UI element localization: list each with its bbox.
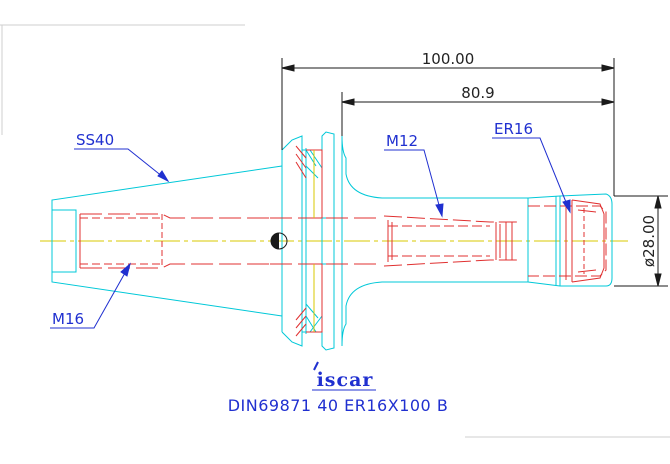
callout-ss40-label: SS40 <box>76 131 114 149</box>
taper-outline <box>51 165 283 317</box>
callout-er16-label: ER16 <box>494 120 533 138</box>
collet-length-label: 80.9 <box>461 84 494 102</box>
diameter-label: ø28.00 <box>640 215 658 267</box>
frame-lines <box>0 24 670 438</box>
iscar-logo-icon: iscar <box>312 361 376 391</box>
logo-text: iscar <box>317 369 374 391</box>
callout-m16-label: M16 <box>52 310 84 328</box>
overall-length-label: 100.00 <box>422 50 475 68</box>
callout-m16-leader <box>50 262 131 329</box>
callout-ss40-leader <box>74 148 170 183</box>
callout-m12-leader <box>384 149 444 218</box>
dimension-overall-length <box>281 58 615 196</box>
drawing-caption: DIN69871 40 ER16X100 B <box>228 396 449 415</box>
callout-m12-label: M12 <box>386 132 418 150</box>
flange-outline <box>281 131 613 351</box>
dimension-collet-length <box>341 92 615 136</box>
orientation-mark <box>270 232 288 250</box>
callout-er16-leader <box>492 137 571 214</box>
hidden-lines <box>79 145 607 337</box>
dimension-diameter <box>614 195 668 287</box>
